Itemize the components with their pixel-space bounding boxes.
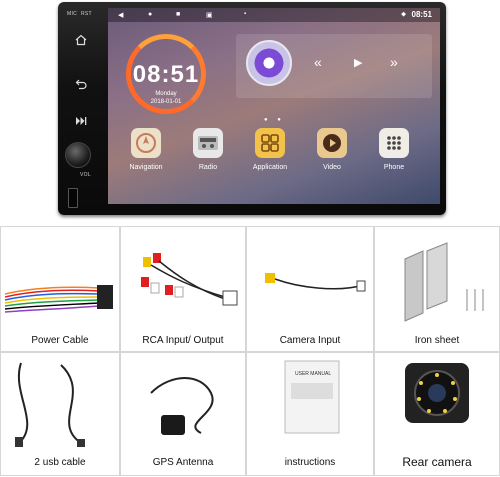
next-track-icon[interactable]: » bbox=[390, 54, 398, 70]
app-video[interactable]: Video bbox=[302, 128, 362, 171]
rear-camera-image bbox=[405, 363, 469, 423]
radio-icon bbox=[193, 128, 223, 158]
back-icon bbox=[75, 79, 87, 90]
accessory-instructions: USER MANUAL instructions bbox=[246, 352, 374, 476]
rca-cable-image bbox=[141, 253, 238, 306]
volume-label: VOL bbox=[80, 172, 91, 178]
app-label: Navigation bbox=[129, 164, 163, 171]
iron-sheet-image bbox=[404, 242, 484, 322]
accessory-usb-cable: 2 usb cable bbox=[0, 352, 120, 476]
app-radio[interactable]: Radio bbox=[178, 128, 238, 171]
status-bar: ◀ ● ■ ▣ ▪ ⬥ 08:51 bbox=[108, 8, 440, 22]
play-icon[interactable]: ▶ bbox=[354, 57, 363, 69]
manual-heading: USER MANUAL bbox=[295, 371, 331, 377]
touch-screen: ◀ ● ■ ▣ ▪ ⬥ 08:51 08:51 Monday 2018-01-0… bbox=[108, 8, 440, 204]
power-cable-image bbox=[4, 285, 113, 313]
home-nav-icon[interactable]: ● bbox=[148, 11, 153, 18]
accessory-label: Camera Input bbox=[279, 335, 341, 346]
accessory-label: 2 usb cable bbox=[34, 457, 86, 468]
status-time: 08:51 bbox=[411, 10, 432, 19]
app-label: Application bbox=[252, 164, 288, 171]
page-indicator: ● ● bbox=[264, 117, 285, 123]
accessory-camera-input: Camera Input bbox=[246, 226, 374, 352]
back-nav-icon[interactable]: ◀ bbox=[118, 12, 124, 19]
accessory-power-cable: Power Cable bbox=[0, 226, 120, 352]
app-dock: Navigation Radio Application bbox=[116, 128, 436, 188]
accessory-rear-camera: Rear camera bbox=[374, 352, 500, 476]
app-application[interactable]: Application bbox=[240, 128, 300, 171]
clock-day: Monday bbox=[155, 91, 177, 97]
home-button[interactable] bbox=[72, 34, 90, 48]
skip-icon bbox=[76, 117, 87, 125]
skip-button[interactable] bbox=[72, 116, 90, 130]
application-icon bbox=[255, 128, 285, 158]
back-button[interactable] bbox=[72, 78, 90, 92]
accessory-label: Rear camera bbox=[402, 455, 472, 469]
accessory-label: Power Cable bbox=[31, 335, 89, 346]
notification-icon: ▪ bbox=[244, 11, 247, 17]
gps-antenna-image bbox=[150, 377, 214, 435]
app-navigation[interactable]: Navigation bbox=[116, 128, 176, 171]
accessory-label: RCA Input/ Output bbox=[142, 335, 224, 346]
car-stereo-head-unit: MIC RST VOL ◀ ● ■ ▣ ▪ ⬥ 08:51 bbox=[58, 2, 446, 215]
side-control-rail: MIC RST VOL bbox=[58, 2, 106, 215]
mic-label: MIC bbox=[67, 11, 78, 17]
location-icon: ⬥ bbox=[401, 11, 406, 18]
accessory-label: Iron sheet bbox=[414, 335, 460, 346]
app-label: Phone bbox=[383, 164, 405, 171]
accessories-grid: Power Cable RCA Input/ Output Cam bbox=[0, 226, 500, 476]
accessory-iron-sheet: Iron sheet bbox=[374, 226, 500, 352]
accessory-rca-cable: RCA Input/ Output bbox=[120, 226, 246, 352]
usb-port bbox=[68, 188, 78, 208]
app-phone[interactable]: Phone bbox=[364, 128, 424, 171]
previous-track-icon[interactable]: « bbox=[314, 54, 322, 70]
app-label: Radio bbox=[198, 164, 218, 171]
usb-cable-image bbox=[15, 362, 85, 447]
user-manual-image: USER MANUAL bbox=[284, 360, 340, 434]
video-icon bbox=[317, 128, 347, 158]
volume-knob[interactable] bbox=[65, 142, 91, 168]
screenshot-icon[interactable]: ▣ bbox=[206, 12, 213, 19]
accessory-label: instructions bbox=[284, 457, 336, 468]
accessory-gps-antenna: GPS Antenna bbox=[120, 352, 246, 476]
reset-label: RST bbox=[81, 11, 92, 17]
clock-date: 2018-01-01 bbox=[150, 99, 182, 105]
navigation-icon bbox=[131, 128, 161, 158]
accessory-label: GPS Antenna bbox=[152, 457, 214, 468]
camera-input-cable-image bbox=[265, 273, 366, 292]
recent-apps-icon[interactable]: ■ bbox=[176, 11, 181, 18]
music-disc-icon bbox=[246, 40, 292, 86]
app-label: Video bbox=[323, 164, 341, 171]
phone-icon bbox=[379, 128, 409, 158]
clock-time: 08:51 bbox=[132, 61, 200, 88]
media-player-widget[interactable]: « ▶ » bbox=[236, 34, 432, 98]
home-icon bbox=[75, 34, 87, 46]
clock-widget[interactable]: 08:51 Monday 2018-01-01 bbox=[126, 34, 206, 114]
